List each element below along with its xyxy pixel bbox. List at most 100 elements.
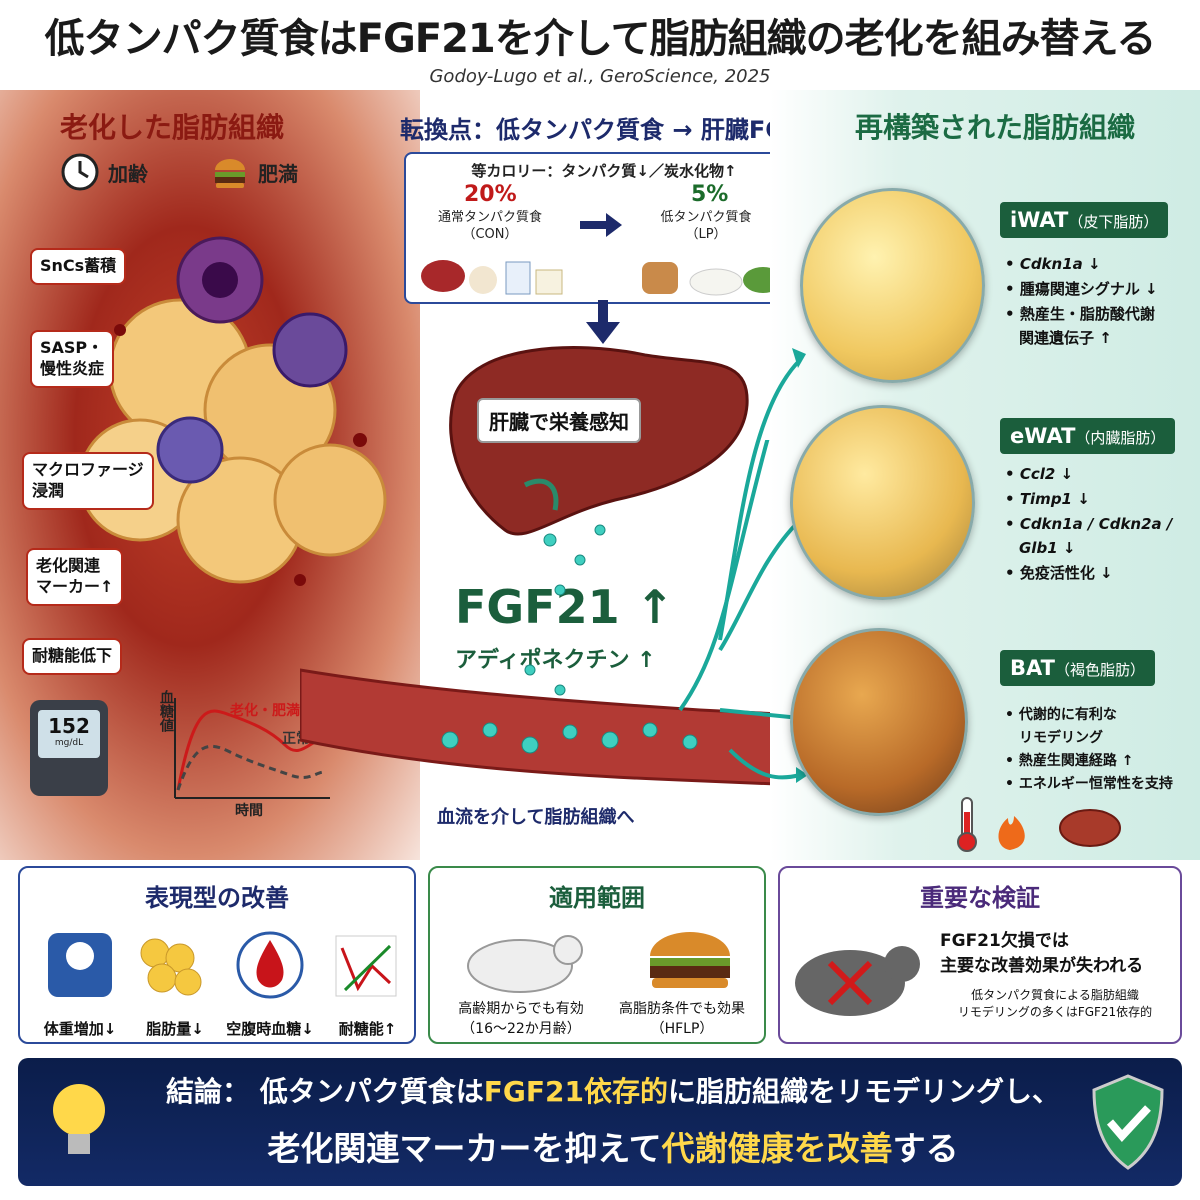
knockout-mouse-icon (795, 946, 920, 1016)
validation-sub-line1: 低タンパク質食による脂肪組織 (971, 988, 1139, 1002)
label-senescence-line1: 老化関連 (36, 556, 101, 575)
liver-label: 肝臓で栄養感知 (477, 398, 641, 443)
glucose-chart-xlabel: 時間 (235, 803, 263, 819)
label-sasp-line1: SASP・ (40, 338, 104, 357)
shield-check-icon (1092, 1074, 1164, 1170)
scope-item-aged-line1: 高齢期からでも有効 (458, 1001, 584, 1017)
trend-chart-icon (335, 935, 397, 997)
label-sasp: SASP・慢性炎症 (30, 330, 115, 388)
glucometer-icon: 152 mg/dL (30, 700, 108, 796)
phenotype-item: 空腹時血糖↓ (226, 1020, 314, 1038)
ewat-item: Glb1 ↓ (1019, 539, 1076, 558)
scale-icon (48, 933, 112, 997)
legend-obesity: 肥満 (210, 152, 298, 192)
scope-item-aged: 高齢期からでも有効 （16〜22か月齢） (436, 998, 606, 1038)
arrow-down-icon (586, 300, 620, 344)
thermometer-icon (957, 797, 977, 852)
lp-label-line2: （LP） (685, 226, 727, 242)
scope-title: 適用範囲 (549, 884, 645, 912)
iwat-item: 関連遺伝子 ↑ (1019, 329, 1112, 348)
page-title: 低タンパク質食はFGF21を介して脂肪組織の老化を組み替える (44, 16, 1157, 62)
validation-panel: 重要な検証 FGF21欠損では主要な改善効果が失われる 低タンパク質食による脂肪… (778, 866, 1182, 1044)
label-sasp-line2: 慢性炎症 (40, 358, 105, 378)
ewat-sub: （内臓脂肪） (1075, 429, 1166, 447)
bat-item: 熱産生関連経路 ↑ (1018, 753, 1134, 770)
phenotype-title: 表現型の改善 (145, 884, 289, 912)
scope-item-hflp-line2: （HFLP） (650, 1021, 714, 1037)
glucose-curve-aged (176, 709, 326, 791)
conclusion-line1: 結論： 低タンパク質食はFGF21依存的に脂肪組織をリモデリングし、 (148, 1070, 1078, 1110)
bat-list: • 代謝的に有利な リモデリング • 熱産生関連経路 ↑ • エネルギー恒常性を… (1005, 707, 1173, 793)
remodeled-tissue-header: 再構築された脂肪組織 (855, 111, 1136, 144)
conclusion-line2: 老化関連マーカーを抑えて代謝健康を改善する (148, 1122, 1078, 1170)
scope-item-aged-line2: （16〜22か月齢） (461, 1021, 581, 1037)
ewat-item: Cdkn1a / Cdkn2a / (1019, 514, 1173, 533)
fat-cells-icon (140, 938, 202, 996)
ewat-item: Ccl2 ↓ (1019, 465, 1074, 483)
con-label-line2: （CON） (462, 226, 518, 242)
iwat-badge: iWAT（皮下脂肪） (1000, 202, 1169, 238)
glucose-series-aged-label: 老化・肥満 (230, 703, 300, 719)
conclusion-text: 老化関連マーカーを抑えて (267, 1129, 662, 1168)
arrow-right-icon (580, 213, 622, 237)
bloodstream-illustration (300, 440, 800, 787)
conclusion-banner: 結論： 低タンパク質食はFGF21依存的に脂肪組織をリモデリングし、 老化関連マ… (18, 1058, 1182, 1186)
diet-comparison-box: 等カロリー：タンパク質↓／炭水化物↑ 20% 通常タンパク質食（CON） 5% … (404, 152, 804, 304)
clock-icon (61, 153, 99, 191)
glucose-chart-ylabel: 血糖値 (158, 690, 174, 732)
lp-percent: 5% (691, 182, 729, 207)
scope-item-hflp-line1: 高脂肪条件でも効果 (619, 1001, 745, 1017)
bat-item: 代謝的に有利な (1018, 707, 1117, 723)
validation-main: FGF21欠損では主要な改善効果が失われる (940, 926, 1180, 976)
lp-label: 低タンパク質食（LP） (636, 210, 776, 244)
turning-point-header: 転換点：低タンパク質食 → 肝臓FGF21 (400, 116, 835, 144)
phenotype-item: 脂肪量↓ (146, 1020, 204, 1038)
label-sncs: SnCs蓄積 (30, 248, 127, 285)
ewat-tissue-image (790, 405, 975, 600)
diet-title: 等カロリー：タンパク質↓／炭水化物↑ (471, 162, 737, 180)
iwat-list: • Cdkn1a ↓ • 腫瘍関連シグナル ↓ • 熱産生・脂肪酸代謝 関連遺伝… (1005, 252, 1158, 351)
validation-main-line1: FGF21欠損では (940, 931, 1069, 951)
distribution-arrows (718, 348, 808, 783)
glucose-curve-chart (174, 698, 330, 799)
thermogenesis-icons (957, 797, 1121, 852)
iwat-name: iWAT (1010, 208, 1069, 232)
label-macrophage: マクロファージ浸潤 (22, 452, 154, 510)
ewat-name: eWAT (1010, 424, 1076, 448)
bat-sub: （褐色脂肪） (1054, 661, 1145, 679)
label-senescence-line2: マーカー↑ (36, 576, 114, 596)
legend-aging-label: 加齢 (108, 161, 148, 186)
glucometer-value: 152 (48, 714, 90, 738)
scope-item-hflp: 高脂肪条件でも効果 （HFLP） (602, 998, 762, 1038)
validation-sub-line2: リモデリングの多くはFGF21依存的 (957, 1005, 1153, 1019)
bat-item: リモデリング (1019, 730, 1103, 747)
glucometer-unit: mg/dL (54, 738, 84, 748)
conclusion-text: 結論： 低タンパク質食は (166, 1075, 484, 1108)
adiponectin-label: アディポネクチン ↑ (455, 648, 656, 673)
blood-drop-icon (236, 931, 304, 999)
ewat-item: 免疫活性化 ↓ (1019, 564, 1113, 582)
label-macrophage-line2: 浸潤 (32, 480, 65, 500)
citation: Godoy-Lugo et al., GeroScience, 2025 (429, 66, 771, 87)
validation-sub: 低タンパク質食による脂肪組織リモデリングの多くはFGF21依存的 (930, 986, 1180, 1020)
aged-adipocyte-cluster (78, 236, 387, 586)
lightbulb-icon (53, 1084, 105, 1154)
legend-obesity-label: 肥満 (258, 161, 298, 186)
legend-aging: 加齢 (60, 152, 148, 192)
carb-foods-icon (642, 262, 783, 296)
protein-foods-icon (421, 260, 563, 295)
scope-icons (467, 932, 730, 993)
iwat-item: Cdkn1a ↓ (1019, 255, 1101, 273)
bat-name: BAT (1010, 656, 1055, 680)
label-glucose-intolerance: 耐糖能低下 (22, 638, 123, 675)
bat-badge: BAT（褐色脂肪） (1000, 650, 1155, 686)
con-label: 通常タンパク質食（CON） (420, 210, 560, 244)
conclusion-highlight: 代謝健康を改善 (661, 1129, 893, 1168)
lp-label-line1: 低タンパク質食 (660, 210, 752, 225)
con-label-line1: 通常タンパク質食 (437, 210, 542, 225)
conclusion-text: に脂肪組織をリモデリングし、 (667, 1075, 1060, 1108)
iwat-item: 腫瘍関連シグナル ↓ (1019, 279, 1158, 298)
aged-tissue-header: 老化した脂肪組織 (60, 111, 285, 144)
iwat-sub: （皮下脂肪） (1068, 213, 1159, 231)
validation-title: 重要な検証 (920, 884, 1040, 912)
